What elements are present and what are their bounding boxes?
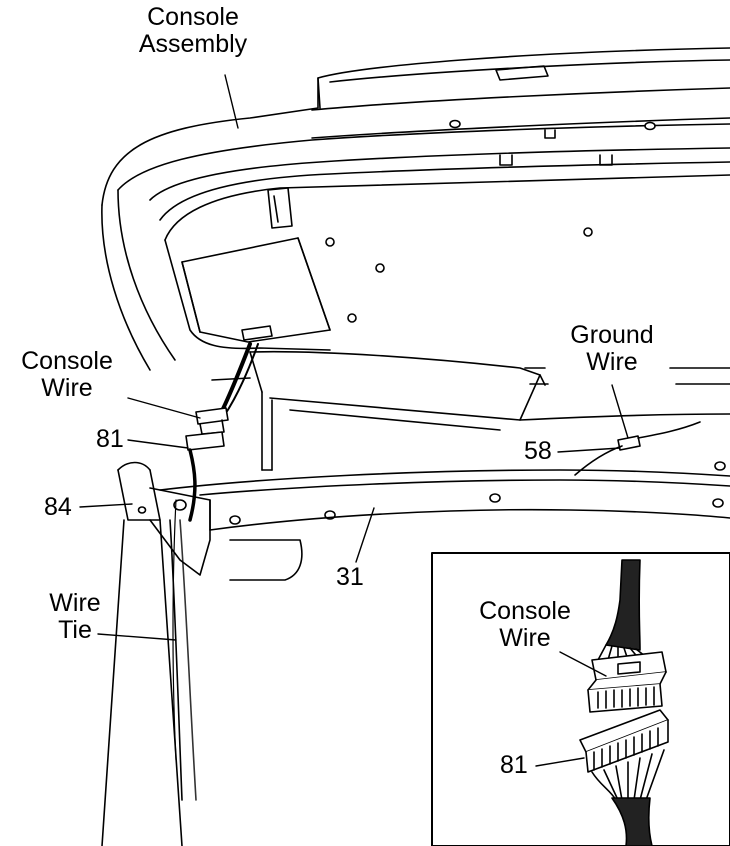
label-wire-tie-line2: Tie [58,616,92,644]
label-part-58: 58 [524,437,552,465]
label-console-assembly-line1: Console [147,3,239,31]
ground-wire [574,421,701,476]
upper-crossbar [211,350,730,471]
label-part-84: 84 [44,493,72,521]
label-wire-tie-line1: Wire [49,589,101,617]
inset-leader-81 [535,757,585,767]
leader-84 [79,503,133,508]
label-ground-wire-line2: Wire [586,348,638,376]
label-console-assembly: Console Assembly [118,4,268,58]
detail-inset [431,552,730,846]
leader-58 [557,447,621,453]
label-console-wire-line1: Console [21,347,113,375]
console-underside [164,174,730,351]
label-part-81: 81 [96,425,124,453]
leader-ground-wire [611,384,629,439]
leader-lines [79,74,629,641]
label-console-assembly-line2: Assembly [138,30,248,58]
inset-label-console-wire: Console Wire [460,598,590,652]
leader-81 [127,439,189,449]
inset-label-part-81: 81 [500,751,528,779]
label-ground-wire-line1: Ground [570,321,654,349]
label-wire-tie: Wire Tie [30,590,120,644]
leader-31 [355,507,375,563]
console-housing [101,47,730,371]
inset-leader-console-wire [559,651,607,677]
label-ground-wire: Ground Wire [552,322,672,376]
wire-connector-assembly [172,342,259,761]
leader-console-assembly [224,74,239,129]
upright-post-84 [101,461,211,846]
leader-wire-tie [97,633,177,641]
leader-console-wire [127,397,201,419]
inset-label-console-wire-line1: Console [479,597,571,625]
label-console-wire: Console Wire [2,348,132,402]
lower-crossbar-31 [159,461,730,581]
label-console-wire-line2: Wire [41,374,93,402]
label-part-31: 31 [336,563,364,591]
inset-label-console-wire-line2: Wire [499,624,551,652]
